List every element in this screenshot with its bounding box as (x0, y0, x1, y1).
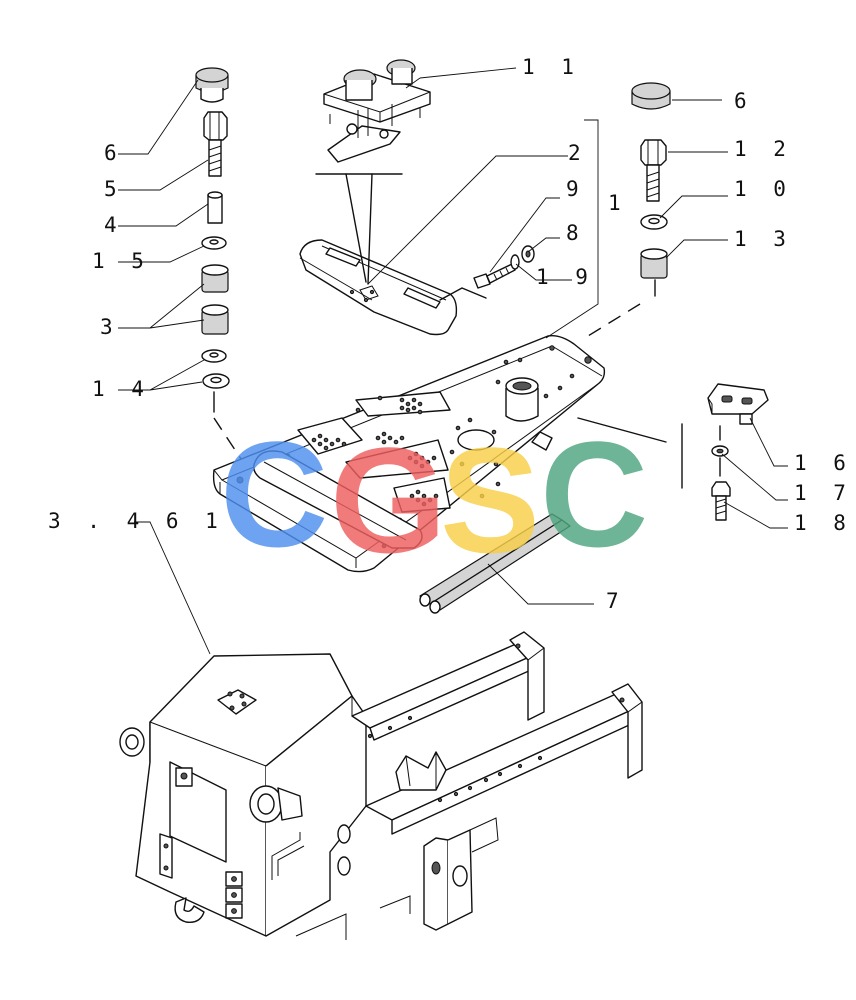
callout-1: 1 (608, 191, 628, 215)
callout-4: 4 (104, 213, 124, 237)
callout-labels: 6 5 4 1 5 3 1 4 1 1 2 9 1 8 1 9 6 1 2 1 … (48, 55, 853, 613)
bolt-left (203, 111, 228, 177)
leader-lines (118, 67, 788, 655)
callout-19: 1 9 (536, 265, 595, 289)
pedal-bracket-assembly (323, 59, 431, 163)
callout-11: 1 1 (522, 55, 581, 79)
callout-3: 3 (100, 315, 120, 339)
left-mount-stack (195, 67, 244, 463)
callout-16: 1 6 (794, 451, 853, 475)
rubber-block-upper (201, 264, 229, 293)
screw-9 (473, 263, 516, 289)
callout-6-right: 6 (734, 89, 754, 113)
callout-10: 1 0 (734, 177, 793, 201)
callout-ref-3-461: 3 . 4 6 1 (48, 509, 225, 533)
washer-15 (201, 236, 227, 250)
callout-17: 1 7 (794, 481, 853, 505)
callout-15: 1 5 (92, 249, 151, 273)
rubber-cap-left (195, 67, 229, 103)
rubber-cap-right (631, 82, 671, 110)
right-mount-stack (587, 82, 671, 337)
callout-5: 5 (104, 177, 124, 201)
spacer-tube-left (207, 191, 223, 224)
rubber-block-lower (201, 304, 229, 335)
callout-18: 1 8 (794, 511, 853, 535)
bolt-right (640, 139, 667, 202)
rubber-block-13 (640, 248, 668, 279)
floor-mat (299, 239, 458, 336)
callout-12: 1 2 (734, 137, 793, 161)
washer-10 (640, 214, 668, 230)
washer-17 (711, 445, 729, 457)
callout-13: 1 3 (734, 227, 793, 251)
callout-8: 8 (566, 221, 586, 245)
watermark-logo: C G S C (220, 410, 648, 584)
bolt-18 (711, 481, 731, 521)
callout-14: 1 4 (92, 377, 151, 401)
watermark-letter-s: S (440, 416, 540, 584)
callout-9: 9 (566, 177, 586, 201)
washers-14 (201, 349, 230, 389)
chassis-frame (119, 631, 643, 940)
bracket-16 (707, 383, 769, 425)
callout-6-left: 6 (104, 141, 124, 165)
tube-7 (419, 513, 571, 614)
washer-19 (510, 254, 520, 270)
watermark-letter-c2: C (540, 410, 648, 578)
watermark-letter-c1: C (220, 410, 328, 578)
callout-2: 2 (568, 141, 588, 165)
callout-7: 7 (606, 589, 626, 613)
watermark-letter-g: G (330, 416, 447, 584)
floor-plate (212, 334, 606, 573)
